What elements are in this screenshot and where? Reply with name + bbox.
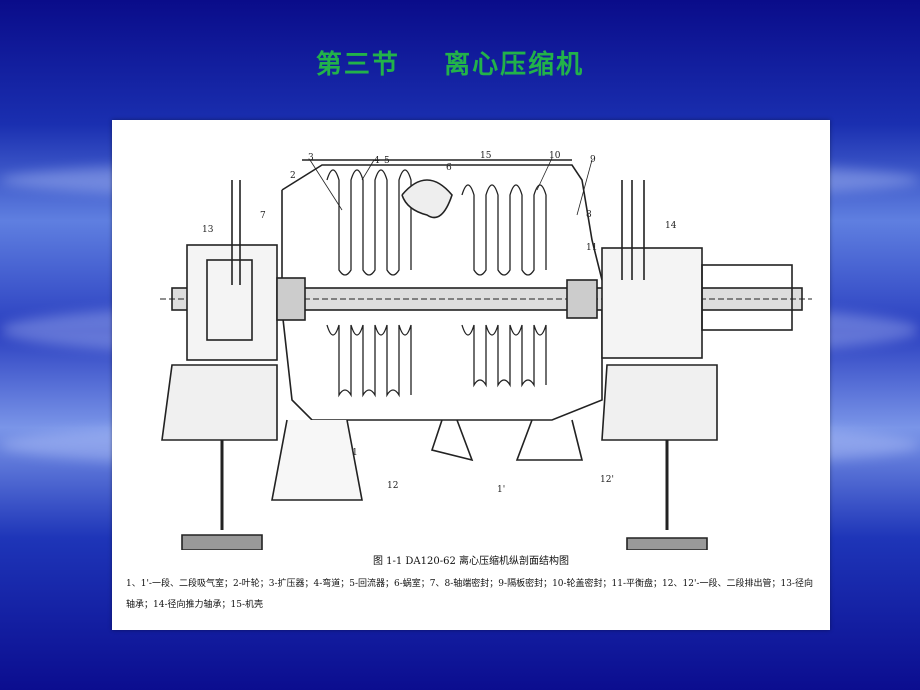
part-label: 3	[308, 153, 314, 163]
figure-legend: 1、1'-一段、二段吸气室；2-叶轮；3-扩压器；4-弯道；5-回流器；6-蜗室…	[126, 579, 813, 610]
part-label: 14	[665, 221, 677, 231]
figure-caption: 图 1-1 DA120-62 离心压缩机纵剖面结构图	[372, 556, 570, 567]
part-label: 6	[446, 163, 452, 173]
part-label: 8	[586, 210, 592, 220]
part-label: 1	[352, 448, 358, 458]
part-label: 1'	[497, 485, 505, 495]
part-label: 15	[480, 151, 492, 161]
slide-title: 第三节 离心压缩机	[315, 50, 585, 80]
part-label: 12'	[600, 475, 614, 485]
part-label: 9	[590, 155, 596, 165]
part-label: 7	[260, 211, 266, 221]
part-label: 12	[387, 481, 398, 491]
part-label: 2	[290, 171, 296, 181]
part-label: 4	[374, 156, 380, 166]
part-label: 13	[202, 225, 214, 235]
part-label: 10	[549, 151, 561, 161]
figure-panel: 3 2 4 5 6 15 10 9 8 11 14 13 7 1 12 1' 1…	[112, 120, 830, 630]
part-label: 5	[384, 156, 390, 166]
compressor-cross-section-drawing: 3 2 4 5 6 15 10 9 8 11 14 13 7 1 12 1' 1…	[160, 151, 812, 550]
part-label: 11	[586, 243, 597, 253]
